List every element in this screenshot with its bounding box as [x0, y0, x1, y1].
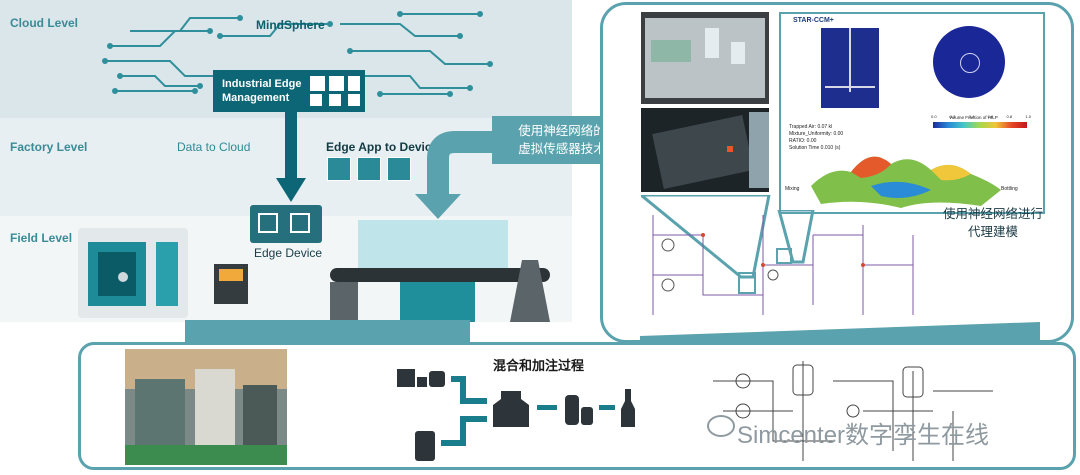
app-square-icon: [310, 94, 322, 106]
hmi-screen: [641, 12, 769, 104]
industrial-edge-line2: Management: [222, 92, 290, 104]
bottling-line: [330, 220, 570, 322]
cfd-stat-0: Trapped Air: 0.07 kl: [789, 124, 833, 130]
pid-schematic: [652, 215, 914, 315]
starccm-window: STAR-CCM+ Trapped Air: 0.07 kl Mixture_U…: [779, 12, 1045, 214]
control-panel: [214, 264, 248, 304]
zoom-callout-2: [777, 210, 815, 264]
factory-photo: [125, 349, 287, 465]
watermark-icon: [707, 415, 735, 437]
starccm-brand: STAR-CCM+: [793, 17, 834, 24]
callout-arrow: [415, 131, 635, 219]
pid-schematic-bottom: [713, 361, 993, 461]
colorbar-tick: 0.0: [931, 114, 937, 119]
colorbar-tick: 0.4: [968, 114, 975, 119]
funnel-icon: [290, 213, 310, 233]
funnel-icon: [329, 94, 341, 106]
edge-device-label: Edge Device: [254, 246, 323, 260]
right-bottom-connector: [640, 322, 1040, 346]
data-to-cloud-label: Data to Cloud: [177, 140, 251, 154]
response-surface: [811, 156, 1001, 208]
callout-virtual-sensor-line1: 使用神经网络的: [518, 124, 606, 138]
app-square-icon: [348, 94, 360, 106]
mixing-filling-panel: 混合和加注过程 Simcenter数字孪生在线: [78, 342, 1076, 470]
cfd-top-view: [933, 26, 1005, 98]
callout-surrogate-model-line1: 使用神经网络进行: [942, 207, 1043, 221]
edge-app-icons: [327, 157, 417, 183]
process-title: 混合和加注过程: [493, 358, 585, 373]
edge-device-photo: [641, 108, 769, 192]
simulation-panel: STAR-CCM+ Trapped Air: 0.07 kl Mixture_U…: [600, 2, 1074, 343]
callout-surrogate-model: 使用神经网络进行 代理建模: [923, 201, 1063, 247]
label-mixing: Mixing: [785, 186, 800, 192]
colorbar-tick: 0.2: [949, 114, 956, 119]
app-square-icon: [348, 76, 360, 91]
cloud-level-label: Cloud Level: [10, 16, 79, 30]
edge-app-to-device-label: Edge App to Device: [326, 140, 439, 154]
colorbar-ticks: 0.0 0.2 0.4 0.6 0.8 1.0: [931, 114, 1031, 119]
app-square-icon: [329, 76, 344, 91]
cfd-stat-1: Mixture_Uniformity: 0.00: [789, 131, 844, 137]
callout-surrogate-model-line2: 代理建模: [967, 225, 1018, 239]
industrial-edge-management-box: Industrial Edge Management: [213, 70, 365, 112]
circuit-pattern: [102, 11, 493, 97]
funnel-icon: [357, 157, 381, 181]
zoom-callout: [641, 195, 771, 279]
callout-virtual-sensor-line2: 虚拟传感器技术: [518, 142, 606, 156]
cfd-side-view: [821, 28, 879, 108]
factory-level-label: Factory Level: [10, 140, 88, 154]
cnc-machine: [78, 228, 188, 318]
colorbar-tick: 0.6: [987, 114, 994, 119]
industrial-edge-line1: Industrial Edge: [222, 78, 302, 90]
process-flow-diagram: [397, 369, 635, 461]
field-level-label: Field Level: [10, 231, 73, 245]
colorbar-title: Volume Fraction of HILP: [949, 115, 998, 120]
magnify-gear-icon: [310, 76, 325, 91]
magnify-gear-icon: [327, 157, 351, 181]
label-bottling: Bottling: [1001, 186, 1018, 192]
watermark-text: Simcenter数字孪生在线: [737, 422, 990, 449]
cfd-stat-2: RATIO: 0.00: [789, 138, 817, 144]
colorbar-tick: 1.0: [1025, 114, 1031, 119]
magnify-gear-icon: [258, 213, 278, 233]
cfd-stats: Trapped Air: 0.07 kl Mixture_Uniformity:…: [789, 124, 843, 152]
brain-icon: [387, 157, 411, 181]
down-arrow: [276, 112, 306, 202]
colorbar-tick: 0.8: [1006, 114, 1013, 119]
edge-device-box: [250, 205, 322, 243]
left-bottom-connector: [185, 320, 470, 344]
colorbar: [933, 122, 1027, 128]
mindsphere-title: MindSphere: [256, 18, 325, 32]
cfd-stat-3: Solution Time 0.010 (s): [789, 145, 841, 151]
